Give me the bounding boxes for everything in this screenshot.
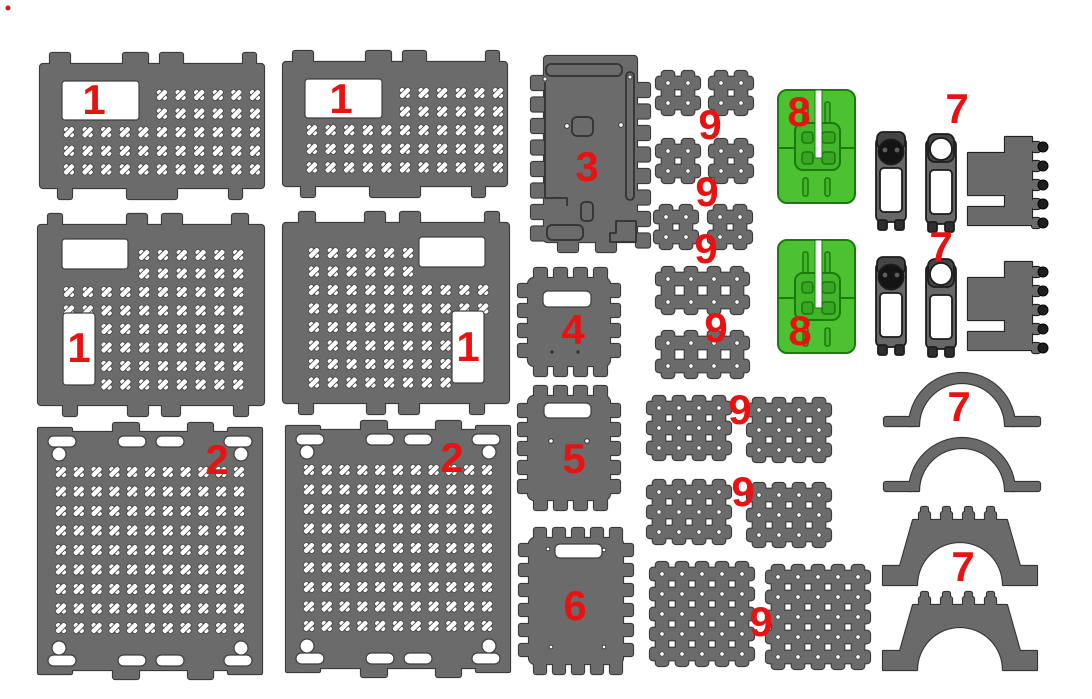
- bracket-7-bottom: [966, 260, 1049, 355]
- red-dot: [5, 5, 11, 11]
- arch-mount-7-a: [881, 505, 1039, 587]
- connector-9-strip-2: [654, 329, 751, 380]
- label-panel-1-top-left: 1: [82, 76, 106, 123]
- connector-9-block-5a: [645, 478, 733, 546]
- plate-5: [516, 384, 622, 512]
- label-plate-5: 5: [562, 435, 586, 482]
- label-connector-9-6: 9: [731, 468, 755, 515]
- panel-2-bottom-right: [284, 419, 512, 679]
- label-plate-3: 3: [575, 143, 599, 190]
- connector-9-block-2a: [654, 137, 702, 185]
- connector-9-block-2b: [707, 137, 755, 185]
- arch-strap-7-a: [882, 371, 1042, 428]
- plate-4: [516, 266, 622, 378]
- connector-9-block-5b: [745, 481, 833, 549]
- panel-1-mid-right: [281, 210, 511, 416]
- label-connector-9-7: 9: [749, 598, 773, 645]
- panel-2-bottom-left: [36, 421, 264, 681]
- label-arch-mounts: 7: [951, 543, 975, 590]
- label-connector-9-1: 9: [698, 101, 722, 148]
- label-servo-group-bottom: 7: [929, 223, 953, 270]
- connector-9-block-4a: [645, 394, 733, 462]
- servo-mount-8-bottom: [777, 239, 856, 354]
- label-servo-group-top: 7: [945, 85, 969, 132]
- servo-7-top-a: [875, 131, 907, 231]
- label-panel-2-right: 2: [440, 434, 464, 481]
- label-connector-9-4: 9: [704, 304, 728, 351]
- arch-strap-7-b: [882, 436, 1042, 493]
- label-arch-straps: 7: [947, 383, 971, 430]
- servo-mount-8-top: [777, 89, 856, 204]
- servo-7-bottom-a: [875, 256, 907, 356]
- label-connector-9-2: 9: [695, 168, 719, 215]
- connector-9-block-3a: [652, 203, 700, 251]
- connector-9-block-3b: [706, 203, 754, 251]
- plate-3: [529, 54, 652, 254]
- panel-1-mid-left: [36, 212, 266, 418]
- connector-9-block-1a: [654, 69, 702, 117]
- panel-1-top-right: [281, 49, 509, 199]
- label-plate-4: 4: [561, 306, 585, 353]
- label-connector-9-3: 9: [694, 225, 718, 272]
- label-green-mount-top: 8: [787, 88, 811, 135]
- arch-mount-7-b: [881, 590, 1039, 672]
- label-connector-9-5: 9: [728, 386, 752, 433]
- servo-7-top-b: [925, 133, 957, 233]
- servo-7-bottom-b: [925, 258, 957, 358]
- panel-1-top-left: [38, 51, 266, 201]
- label-plate-6: 6: [563, 582, 587, 629]
- label-green-mount-bottom: 8: [788, 307, 812, 354]
- connector-9-strip-1: [654, 265, 751, 316]
- label-panel-2-left: 2: [205, 436, 229, 483]
- connector-9-block-6a: [648, 560, 756, 668]
- connector-9-block-6b: [764, 563, 872, 671]
- connector-9-block-4b: [745, 396, 833, 464]
- label-panel-1-mid-right: 1: [456, 323, 480, 370]
- connector-9-block-1b: [707, 69, 755, 117]
- label-panel-1-mid-left: 1: [67, 324, 91, 371]
- bracket-7-top: [966, 135, 1049, 230]
- plate-6: [517, 526, 635, 676]
- label-panel-1-top-right: 1: [329, 75, 353, 122]
